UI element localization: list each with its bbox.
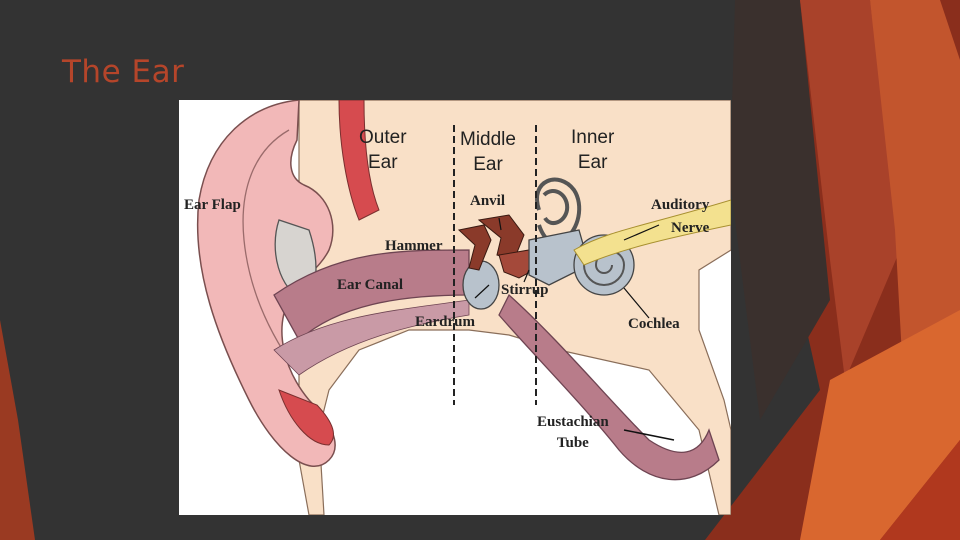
label-eardrum: Eardrum <box>415 315 475 330</box>
label-hammer: Hammer <box>385 239 442 254</box>
label-eustachian-tube-line1: Eustachian <box>537 415 609 430</box>
slide-title: The Ear <box>62 54 184 90</box>
header-middle-line1: Middle <box>460 127 516 152</box>
ear-diagram-drawing <box>179 100 731 515</box>
label-auditory-nerve-line1: Auditory <box>651 198 709 213</box>
label-cochlea: Cochlea <box>628 317 680 332</box>
header-inner-line2: Ear <box>571 150 614 175</box>
ear-diagram: Outer Ear Middle Ear Inner Ear Ear Flap … <box>179 100 731 515</box>
label-eustachian-tube-line2: Tube <box>537 436 609 451</box>
header-middle-line2: Ear <box>460 152 516 177</box>
label-stirrup: Stirrup <box>501 283 549 298</box>
header-inner-ear: Inner Ear <box>571 125 614 175</box>
eardrum <box>463 261 499 309</box>
label-ear-flap: Ear Flap <box>184 198 241 213</box>
label-auditory-nerve: Auditory Nerve <box>651 198 709 236</box>
header-outer-ear: Outer Ear <box>359 125 407 175</box>
label-auditory-nerve-line2: Nerve <box>651 221 709 236</box>
header-middle-ear: Middle Ear <box>460 127 516 177</box>
header-inner-line1: Inner <box>571 125 614 150</box>
label-eustachian-tube: Eustachian Tube <box>537 415 609 451</box>
label-anvil: Anvil <box>470 194 505 209</box>
header-outer-line1: Outer <box>359 125 407 150</box>
header-outer-line2: Ear <box>359 150 407 175</box>
label-ear-canal: Ear Canal <box>337 278 403 293</box>
